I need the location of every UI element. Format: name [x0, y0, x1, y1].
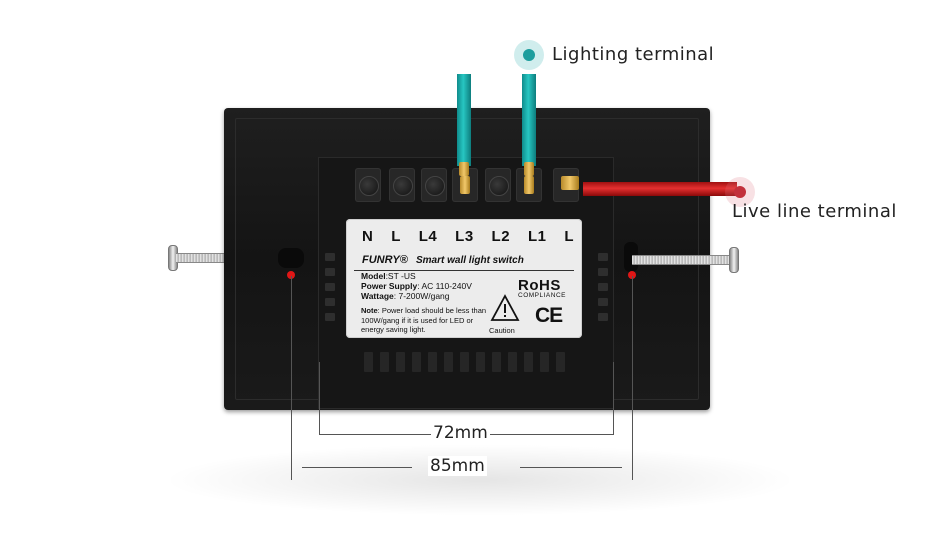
rohs-compliance: COMPLIANCE	[518, 292, 566, 299]
live-wire	[583, 182, 737, 196]
lighting-wire-l3	[457, 74, 471, 166]
terminal-label-live: L	[564, 228, 574, 245]
spec-note: Note: Power load should be less than 100…	[361, 306, 487, 334]
live-terminal-callout: Live line terminal	[732, 201, 897, 222]
product-label: N L L4 L3 L2 L1 L FUNRY® Smart wall ligh…	[346, 219, 582, 338]
right-mount-dot	[628, 271, 636, 279]
dim-72-text: 72mm	[431, 423, 490, 443]
spec-model: Model:ST -US	[361, 271, 416, 281]
terminal-label-l4: L4	[418, 228, 438, 245]
spec-wattage: Wattage: 7-200W/gang	[361, 291, 450, 301]
lighting-terminal-callout: Lighting terminal	[552, 44, 715, 65]
caution-text: Caution	[489, 326, 515, 335]
left-mount-slot	[278, 248, 304, 268]
dim-85-line-right	[520, 467, 622, 468]
dim-72-left-tick	[319, 362, 320, 434]
terminal-label-l3: L3	[455, 228, 474, 245]
ce-mark: CE	[535, 304, 563, 327]
tagline: Smart wall light switch	[416, 255, 524, 266]
brand-name: FUNRY®	[362, 254, 408, 266]
dim-72-right-tick	[613, 362, 614, 434]
caution-icon	[490, 294, 520, 321]
dim-85-text: 85mm	[428, 456, 487, 476]
live-marker-icon	[725, 177, 755, 207]
left-mount-dot	[287, 271, 295, 279]
dim-85-line-left	[302, 467, 412, 468]
dim-85-right-tick	[632, 276, 633, 480]
terminal-label-n: N	[362, 228, 374, 245]
dim-85-left-tick	[291, 276, 292, 480]
lighting-marker-icon	[514, 40, 544, 70]
terminal-labels: N L L4 L3 L2 L1 L	[362, 228, 574, 245]
lighting-wire-l1	[522, 74, 536, 166]
terminal-label-l1: L1	[527, 228, 547, 245]
terminal-label-l2: L2	[491, 228, 511, 245]
rohs-mark: RoHS	[518, 277, 561, 294]
spec-power: Power Supply: AC 110-240V	[361, 281, 472, 291]
terminal-label-l: L	[391, 228, 401, 245]
brand-row: FUNRY® Smart wall light switch	[354, 254, 574, 271]
